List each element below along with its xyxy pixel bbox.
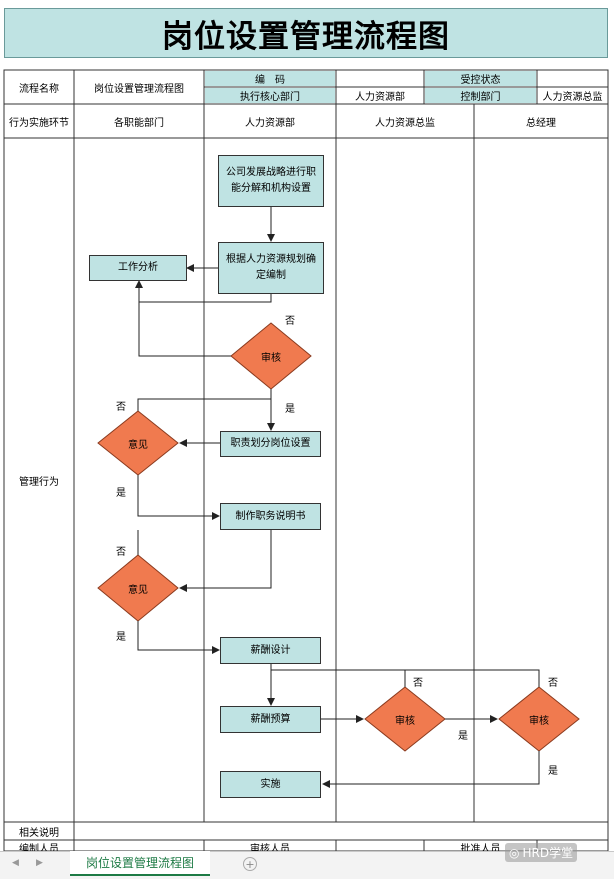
edge-label-d1-yes: 是	[285, 404, 295, 415]
reviewer-label: 审核人员	[250, 844, 290, 851]
edge-d5-yes	[322, 751, 540, 788]
row-label-management: 管理行为	[19, 476, 59, 488]
prev-sheet-icon[interactable]: ◀	[12, 858, 19, 868]
edge-n5-d3	[179, 530, 272, 592]
edge-label-d4-no: 否	[413, 678, 423, 689]
next-sheet-icon[interactable]: ▶	[36, 858, 43, 868]
lane-hr-director: 人力资源总监	[375, 117, 435, 129]
exec-dept-value: 人力资源部	[355, 92, 405, 103]
decision-opinion-1-label: 意见	[128, 439, 148, 451]
approver-label: 批准人员	[460, 844, 501, 851]
edge-d3-yes	[137, 621, 220, 654]
edge-label-d5-yes: 是	[548, 766, 558, 777]
node-salary-design: 薪酬设计	[220, 637, 321, 664]
edge-label-d2-yes: 是	[116, 488, 126, 499]
decision-opinion-2-label: 意见	[128, 584, 148, 596]
add-sheet-icon[interactable]: +	[243, 857, 257, 871]
edge-label-d3-no: 否	[116, 547, 126, 558]
process-name-label: 流程名称	[19, 83, 59, 95]
preparer-label: 编制人员	[19, 844, 59, 851]
page-title: 岗位设置管理流程图	[4, 8, 608, 58]
edge-label-d1-no: 否	[285, 316, 295, 327]
wechat-icon: ◎	[509, 845, 520, 860]
node-position-setup: 职责划分岗位设置	[220, 431, 321, 457]
node-job-analysis: 工作分析	[89, 255, 187, 281]
edge-d2-no	[137, 398, 271, 411]
edge-d1-no	[135, 280, 272, 303]
node-job-description: 制作职务说明书	[220, 503, 321, 530]
node-headcount-plan: 根据人力资源规划确定编制	[218, 242, 324, 294]
lane-header-label: 行为实施环节	[9, 117, 69, 129]
lane-general-manager: 总经理	[526, 117, 556, 129]
edge-label-d5-no: 否	[548, 678, 558, 689]
node-salary-budget: 薪酬预算	[220, 706, 321, 733]
decision-review-2	[364, 686, 446, 752]
watermark: ◎ HRD学堂	[505, 843, 578, 862]
edge-label-d4-yes: 是	[458, 731, 468, 742]
lane-hr-dept: 人力资源部	[245, 117, 295, 129]
edge-d5-no	[271, 669, 540, 687]
exec-dept-label: 执行核心部门	[240, 92, 300, 103]
control-dept-value: 人力资源总监	[542, 92, 603, 103]
edge-label-d3-yes: 是	[116, 632, 126, 643]
notes-label: 相关说明	[19, 827, 59, 839]
decision-review-2-label: 审核	[395, 715, 415, 727]
edge-label-d2-no: 否	[116, 402, 126, 413]
decision-review-1-label: 审核	[261, 352, 281, 364]
watermark-text: HRD学堂	[522, 846, 574, 860]
node-strategy-decompose: 公司发展战略进行职能分解和机构设置	[218, 155, 324, 207]
control-status-label: 受控状态	[460, 75, 501, 86]
lane-functional-depts: 各职能部门	[114, 117, 164, 129]
sheet-tab-active[interactable]: 岗位设置管理流程图	[70, 851, 210, 876]
decision-review-3-label: 审核	[529, 715, 549, 727]
process-name-value: 岗位设置管理流程图	[94, 83, 184, 95]
node-implement: 实施	[220, 771, 321, 798]
edge-d2-yes	[137, 475, 220, 520]
control-dept-label: 控制部门	[460, 92, 501, 103]
code-label: 编 码	[255, 75, 285, 86]
edge-d1-loop	[138, 302, 231, 357]
